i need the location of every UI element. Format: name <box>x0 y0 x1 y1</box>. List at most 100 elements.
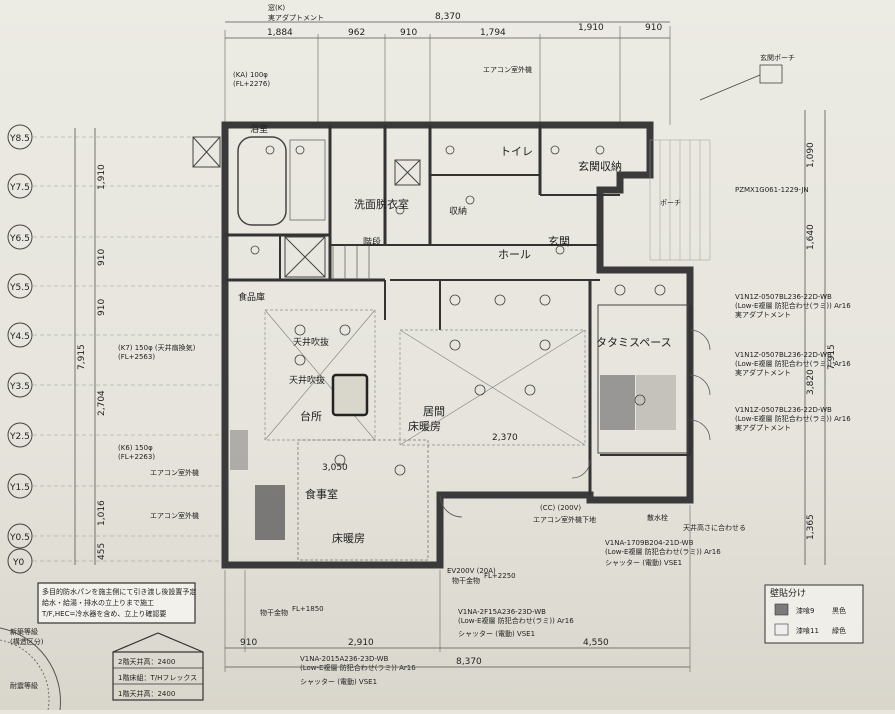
top-note-1: 窓(K) <box>268 3 285 12</box>
note-ka: (KA) 100φ <box>233 71 268 79</box>
note-pzmx: PZMX1G061-1229-JN <box>735 186 809 194</box>
dim-overall-bottom: 8,370 <box>456 657 482 667</box>
stamp-line2: (構造区分) <box>10 637 44 646</box>
note-shutter-m: シャッター (電動) VSE1 <box>458 629 535 638</box>
dim-top-5: 1,910 <box>578 23 604 33</box>
dim-top-1: 1,884 <box>267 28 293 38</box>
dim-right-4: 1,365 <box>806 514 816 540</box>
note-fl-1850: FL+1850 <box>292 605 324 613</box>
note-k7: (K7) 150φ (天井扇換気) <box>118 343 196 352</box>
approval-stamp: 新築等級 (構造区分) 耐震等級 <box>0 627 61 711</box>
note-window-v3-3: 実アダプトメント <box>735 423 791 432</box>
dim-top-4: 1,794 <box>480 28 506 38</box>
axis-y65: Y6.5 <box>9 234 30 244</box>
note-shutter-l: シャッター (電動) VSE1 <box>300 677 377 686</box>
axis-y55: Y5.5 <box>9 283 30 293</box>
dim-right-1: 1,090 <box>806 142 816 168</box>
room-kitchen: 台所 <box>300 409 322 423</box>
legend-item-1-color: 黒色 <box>832 606 846 615</box>
note-window-bottom-r2: (Low-E複層 防犯合わせ(ラミ)) Ar16 <box>605 547 721 556</box>
note-physical: 物干金物 <box>452 576 480 585</box>
note-doorbell: 玄関ポーチ <box>760 53 795 62</box>
dim-bottom-3: 4,550 <box>583 638 609 648</box>
dim-left-4: 2,704 <box>97 390 107 416</box>
top-note-2: 実アダプトメント <box>268 13 324 22</box>
room-atrium-2: 天井吹抜 <box>289 374 325 386</box>
room-entrance: 玄関 <box>548 234 570 248</box>
grid-axis-labels: Y8.5 Y7.5 Y6.5 Y5.5 Y4.5 Y3.5 Y2.5 Y1.5 … <box>7 124 33 574</box>
room-hall: ホール <box>498 248 531 261</box>
house-icon-line3: 1階天井高：2400 <box>118 689 175 698</box>
legend-item-1-label: 漆喰9 <box>796 606 814 615</box>
room-stairs: 階段 <box>363 236 381 248</box>
room-living: 居間 <box>423 405 445 418</box>
note-window-v1: V1N1Z-0507BL236-22D-WB <box>735 293 832 301</box>
note-physical-2: 物干金物 <box>260 608 288 617</box>
dim-bottom-1: 910 <box>240 638 257 648</box>
note-outlet-200: EV200V (20A) <box>447 567 496 575</box>
axis-y0: Y0 <box>12 558 24 568</box>
dim-top-2: 962 <box>348 28 365 38</box>
house-section-icon: 2階天井高：2400 1階床組：T/Hフレックス 1階天井高：2400 <box>112 632 204 701</box>
note-window-bottom-l: V1NA-2015A236-23D-WB <box>300 655 389 663</box>
bathtub <box>237 136 287 226</box>
room-tatami: タタミスペース <box>596 336 672 349</box>
note-window-bottom-m: V1NA-2F15A236-23D-WB <box>458 608 546 616</box>
axis-y15: Y1.5 <box>9 483 30 493</box>
room-atrium: 天井吹抜 <box>293 336 329 348</box>
note-window-bottom-l2: (Low-E複層 防犯合わせ(ラミ)) Ar16 <box>300 663 416 672</box>
kitchen-island <box>331 373 369 417</box>
house-icon-line1: 2階天井高：2400 <box>118 657 175 666</box>
note-window-v1-3: 実アダプトメント <box>735 310 791 319</box>
note-ceiling: 天井高さに合わせる <box>683 523 746 532</box>
note-window-bottom-r: V1NA-1709B204-21D-WB <box>605 539 694 547</box>
tatami-wall-swatch <box>600 375 635 430</box>
dim-bottom-2: 2,910 <box>348 638 374 648</box>
axis-y35: Y3.5 <box>9 382 30 392</box>
legend: 壁貼分け 漆喰9 黒色 漆喰11 緑色 <box>764 584 864 644</box>
room-toilet: トイレ <box>500 145 533 158</box>
boxed-note-line2: 給水・給湯・排水の立上りまで施工 <box>42 598 154 607</box>
boxed-note-line1: 多目的防水パンを施主側にて引き渡し後設置予定 <box>42 587 196 596</box>
axis-y25: Y2.5 <box>9 432 30 442</box>
note-ka-fl: (FL+2276) <box>233 80 270 88</box>
dim-left-total: 7,915 <box>77 344 87 370</box>
note-water: 散水栓 <box>647 513 668 522</box>
note-k6-fl: (FL+2263) <box>118 453 155 461</box>
dim-top-3: 910 <box>400 28 417 38</box>
note-window-v2-2: (Low-E複層 防犯合わせ(ラミ)) Ar16 <box>735 359 851 368</box>
note-window-bottom-m2: (Low-E複層 防犯合わせ(ラミ)) Ar16 <box>458 616 574 625</box>
dim-overall-top: 8,370 <box>435 12 461 22</box>
axis-y75: Y7.5 <box>9 183 30 193</box>
dim-inner-1: 3,050 <box>322 463 348 473</box>
note-aircon-left: エアコン室外機 <box>150 468 199 477</box>
note-aircon-left2: エアコン室外機 <box>150 511 199 520</box>
atrium-area <box>264 309 586 446</box>
dim-inner-2: 2,370 <box>492 433 518 443</box>
room-storage: 収納 <box>449 205 467 217</box>
note-window-v2-3: 実アダプトメント <box>735 368 791 377</box>
room-floor-heating-2: 床暖房 <box>332 531 365 545</box>
note-fl-2250: FL+2250 <box>484 572 516 580</box>
walls <box>221 121 694 569</box>
dim-right-2: 1,640 <box>806 224 816 250</box>
dim-left-1: 1,910 <box>97 164 107 190</box>
note-window-v3: V1N1Z-0507BL236-22D-WB <box>735 406 832 414</box>
house-icon-line2: 1階床組：T/Hフレックス <box>118 673 197 682</box>
note-porch: ポーチ <box>660 199 681 207</box>
room-floor-heating: 床暖房 <box>408 419 441 433</box>
room-unit-bath: 浴室 <box>250 123 268 135</box>
dim-left-5: 1,016 <box>97 500 107 526</box>
note-aircon-bottom: エアコン室外機下地 <box>533 515 596 524</box>
boxed-note-line3: T/F,HEC=冷水器を含め、立上り確認要 <box>41 609 166 618</box>
note-k6: (K6) 150φ <box>118 444 153 452</box>
room-washroom: 洗面脱衣室 <box>354 197 409 211</box>
room-pantry: 食品庫 <box>238 291 265 303</box>
axis-y05: Y0.5 <box>9 533 30 543</box>
axis-y45: Y4.5 <box>9 332 30 342</box>
axis-y85: Y8.5 <box>9 134 30 144</box>
room-entrance-storage: 玄関収納 <box>578 159 622 173</box>
legend-swatch-1 <box>774 603 789 616</box>
